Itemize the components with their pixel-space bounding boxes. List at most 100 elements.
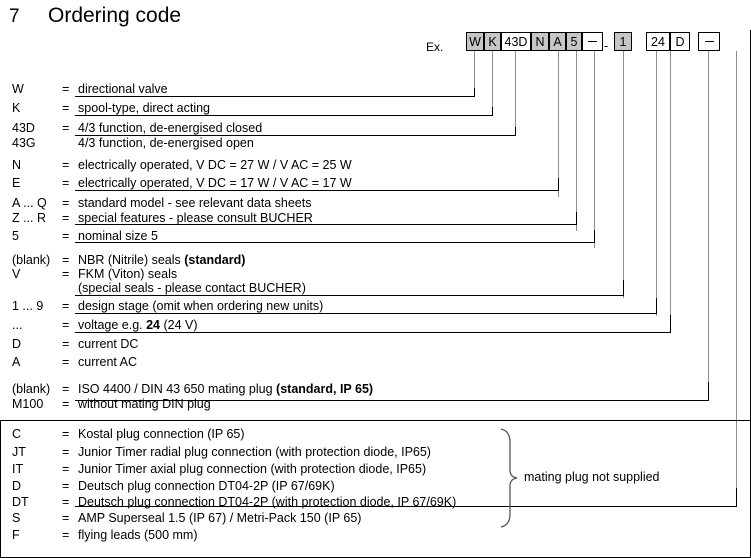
code-box-43d[interactable]: 43D [501, 32, 531, 51]
definition-value: current DC [78, 337, 139, 351]
leader-line-5 [594, 51, 595, 248]
code-box-blank-10[interactable] [698, 32, 720, 51]
code-box-n[interactable]: N [531, 32, 549, 51]
definition-value: spool-type, direct acting [78, 101, 211, 115]
underline-design-stage [75, 313, 657, 314]
definition-value: special features - please consult BUCHER [78, 211, 313, 225]
definition-key: A [12, 355, 21, 369]
definition-key: DT [12, 495, 29, 509]
code-box-w[interactable]: W [466, 32, 484, 51]
definition-value: (special seals - please contact BUCHER) [78, 281, 306, 295]
definition-key: D [12, 337, 22, 351]
definition-value: Kostal plug connection (IP 65) [78, 427, 245, 441]
corner-5 [594, 230, 595, 242]
definition-key: S [12, 511, 21, 525]
definition-key: W [12, 82, 24, 96]
corner-seals [623, 280, 624, 295]
definition-value: directional valve [78, 82, 168, 96]
definition-value: ISO 4400 / DIN 43 650 mating plug (stand… [78, 382, 374, 396]
definition-equals: = [62, 101, 70, 115]
underline-w [75, 96, 475, 97]
definition-equals: = [62, 253, 70, 267]
definition-key: Z ... R [12, 211, 47, 225]
definition-equals: = [62, 427, 70, 441]
definition-value: 4/3 function, de-energised open [78, 136, 254, 150]
leader-line-current [708, 51, 709, 400]
definition-key: C [12, 427, 22, 441]
definition-value: Junior Timer radial plug connection (wit… [78, 445, 431, 459]
corner-design [656, 298, 657, 313]
definition-key: K [12, 101, 21, 115]
definition-equals: = [62, 337, 70, 351]
definition-equals: = [62, 397, 70, 411]
definition-equals: = [62, 82, 70, 96]
underline-size [75, 242, 595, 243]
section-number: 7 [9, 6, 20, 27]
definition-value: 4/3 function, de-energised closed [78, 121, 263, 135]
leader-line-k [492, 51, 493, 111]
definition-value: electrically operated, V DC = 17 W / V A… [78, 176, 352, 190]
example-label: Ex. [426, 40, 444, 54]
corner-plug [736, 488, 737, 506]
definition-equals: = [62, 158, 70, 172]
corner-current [708, 382, 709, 400]
code-box-1[interactable]: 1 [614, 32, 632, 51]
definition-equals: = [62, 211, 70, 225]
frame-left [0, 420, 1, 558]
underline-aq-zr [75, 224, 577, 225]
corner-w [474, 88, 475, 96]
underline-current [75, 400, 709, 401]
definition-key: ... [12, 318, 23, 332]
definition-equals: = [62, 479, 70, 493]
blank-underscore-icon [588, 40, 597, 42]
definition-value: AMP Superseal 1.5 (IP 67) / Metri-Pack 1… [78, 511, 362, 525]
frame-top-bottom-section [0, 420, 751, 421]
brace-note: mating plug not supplied [524, 470, 660, 484]
definition-equals: = [62, 445, 70, 459]
corner-43d [515, 127, 516, 135]
definition-value: electrically operated, V DC = 27 W / V A… [78, 158, 352, 172]
definition-key: 1 ... 9 [12, 299, 44, 313]
definition-equals: = [62, 176, 70, 190]
definition-value: current AC [78, 355, 138, 369]
definition-equals: = [62, 462, 70, 476]
code-box-24[interactable]: 24 [646, 32, 670, 51]
definition-key: N [12, 158, 22, 172]
leader-line-a [576, 51, 577, 231]
page-title: Ordering code [48, 4, 182, 27]
definition-equals: = [62, 382, 70, 396]
leader-line-seals [623, 51, 624, 298]
definition-key: A ... Q [12, 196, 47, 210]
definition-value: Deutsch plug connection DT04-2P (with pr… [78, 495, 457, 509]
underline-plug-list [75, 506, 737, 507]
code-box-5[interactable]: 5 [566, 32, 582, 51]
leader-line-design-stage [656, 51, 657, 316]
definition-key: 5 [12, 229, 19, 243]
definition-equals: = [62, 495, 70, 509]
leader-line-43d [515, 51, 516, 131]
code-box-a[interactable]: A [549, 32, 566, 51]
definition-equals: = [62, 229, 70, 243]
corner-n [558, 178, 559, 190]
definition-value: design stage (omit when ordering new uni… [78, 299, 324, 313]
definition-key: V [12, 267, 21, 281]
definition-key: 43D [12, 121, 35, 135]
underline-voltage [75, 332, 671, 333]
underline-ne [75, 190, 559, 191]
code-box-blank-6[interactable] [582, 32, 603, 51]
code-box-k[interactable]: K [484, 32, 501, 51]
definition-value: Junior Timer axial plug connection (with… [78, 462, 427, 476]
definition-key: D [12, 479, 22, 493]
definition-value: standard model - see relevant data sheet… [78, 196, 312, 210]
underline-43x [75, 135, 516, 136]
definition-equals: = [62, 121, 70, 135]
code-box-d[interactable]: D [670, 32, 690, 51]
definition-key: (blank) [12, 382, 51, 396]
definition-equals: = [62, 318, 70, 332]
definition-key: JT [12, 445, 26, 459]
blank-underscore-icon [704, 40, 714, 42]
definition-key: M100 [12, 397, 44, 411]
definition-key: IT [12, 462, 24, 476]
definition-value: voltage e.g. 24 (24 V) [78, 318, 198, 332]
definition-equals: = [62, 267, 70, 281]
